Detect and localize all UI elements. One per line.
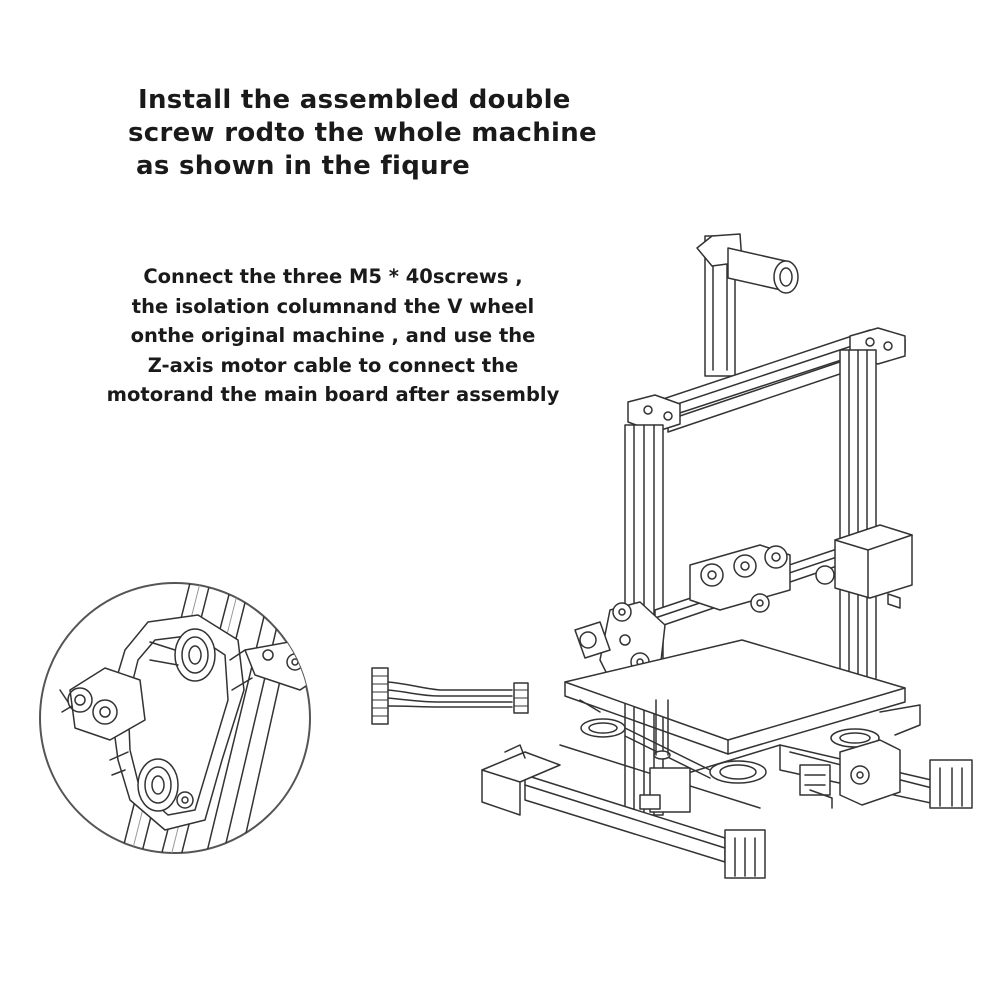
v-wheel-bottom [137, 758, 194, 812]
x-carriage [689, 544, 791, 613]
note-line-5: motorand the main board after assembly [106, 383, 560, 406]
printer-3d-illustration [481, 233, 973, 879]
z-axis-motor-cable [371, 667, 529, 725]
instruction-heading: Install the assembled double screw rodto… [100, 84, 620, 183]
instruction-note: Connect the three M5 * 40screws , the is… [88, 262, 578, 410]
detail-magnifier [39, 582, 311, 854]
note-line-1: Connect the three M5 * 40screws , [143, 265, 523, 288]
heading-line-2: screw rodto the whole machine [128, 118, 597, 148]
v-wheel-top [149, 628, 216, 682]
x-motor [815, 524, 913, 609]
note-line-3: onthe original machine , and use the [130, 324, 536, 347]
spool-holder [696, 233, 799, 377]
y-motor [799, 739, 901, 809]
right-upright [839, 349, 877, 681]
print-bed [564, 639, 921, 755]
note-line-2: the isolation columnand the V wheel [131, 294, 535, 318]
z-motor [639, 699, 691, 813]
heading-line-1: Install the assembled double [138, 85, 571, 115]
note-line-4: Z-axis motor cable to connect the [147, 353, 519, 377]
front-foot [481, 744, 561, 816]
heading-line-3: as shown in the fiqure [136, 151, 470, 181]
